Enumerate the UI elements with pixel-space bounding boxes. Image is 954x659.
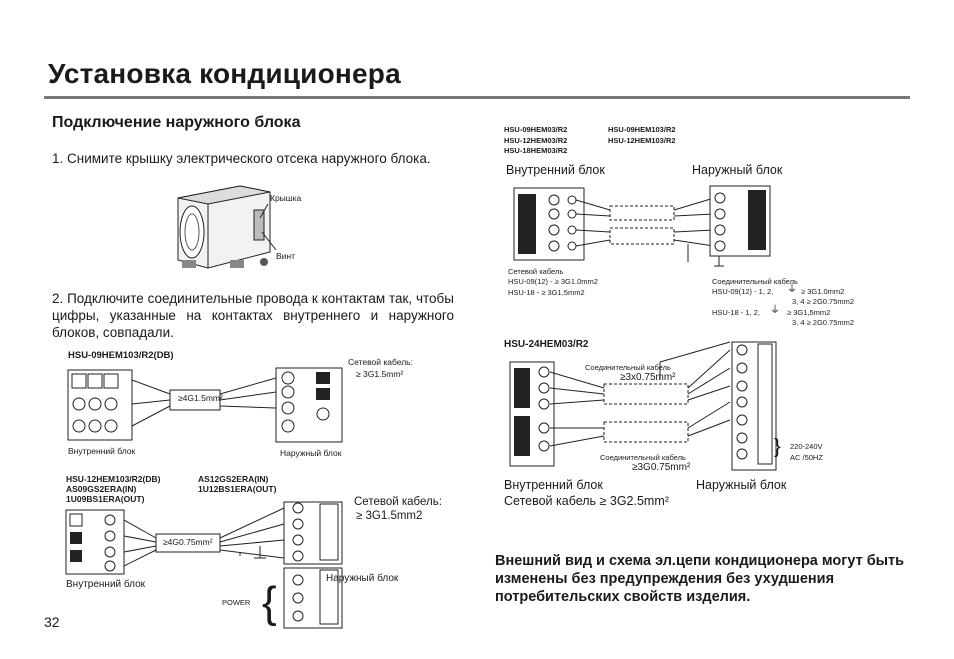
diagram1-model: HSU-09HEM103/R2(DB) [68, 350, 174, 361]
screw-label: Винт [276, 251, 296, 261]
diagram3-indoor-label: Внутренний блок [506, 163, 605, 177]
diagram2-outdoor-label: Наружный блок [326, 573, 399, 584]
diagram2-wiring [65, 501, 343, 629]
diagram2-model-3: 1U09BS1ERA(OUT) [66, 494, 145, 504]
diagram3-conn-row1-prefix: HSU-09(12) - 1, 2, [712, 287, 774, 296]
diagram3-conn-row2-prefix: HSU-18 - 1, 2, [712, 308, 760, 317]
diagram4-spec-1: ≥3x0.75mm² [620, 372, 676, 383]
diagram4-conn-cable-1: Соединительный кабель [585, 363, 671, 372]
ground-icon: ⏚ [787, 284, 797, 295]
voltage-brace: } [774, 436, 781, 458]
diagram3-model-3: HSU-18HEM03/R2 [504, 146, 568, 155]
diagram4-voltage: 220-240V [790, 442, 823, 451]
diagram2-model-4: AS12GS2ERA(IN) [198, 474, 269, 484]
cover-label: Крышка [270, 193, 302, 203]
diagram2-cable-label: Сетевой кабель: [354, 496, 442, 508]
diagram1-indoor-label: Внутренний блок [68, 446, 136, 456]
section-title: Подключение наружного блока [52, 114, 301, 131]
diagram3-wiring [513, 185, 771, 267]
warning-note: Внешний вид и схема эл.цепи кондиционера… [495, 553, 905, 605]
diagram4-indoor-label: Внутренний блок [504, 478, 603, 492]
step-2-text: 2. Подключите соединительные провода к к… [52, 291, 454, 340]
diagram4-freq: AC /50HZ [790, 453, 823, 462]
diagram3-power-note-2: HSU-09(12) - ≥ 3G1.0mm2 [508, 277, 598, 286]
page-title: Установка кондиционера [48, 58, 401, 89]
diagram3-power-note-3: HSU-18 - ≥ 3G1,5mm2 [508, 288, 585, 297]
diagram1-wiring [67, 367, 343, 443]
outdoor-unit-illustration [177, 185, 271, 269]
page-number: 32 [44, 614, 60, 630]
ground-icon: ⏚ [770, 305, 780, 316]
diagram3-model-5: HSU-12HEM103/R2 [608, 136, 676, 145]
diagram3-conn-title: Соединительный кабель [712, 277, 798, 286]
diagram3-conn-row1-a: ≥ 3G1.0mm2 [801, 287, 845, 296]
diagram2-wire-spec: ≥4G0.75mm² [163, 537, 213, 547]
diagram1-cable-label: Сетевой кабель: [348, 357, 413, 367]
diagram3-conn-row1-b: 3, 4 ≥ 2G0.75mm2 [792, 297, 855, 306]
diagram3-model-2: HSU-12HEM03/R2 [504, 136, 568, 145]
diagram1-wire-spec: ≥4G1.5mm² [178, 393, 223, 403]
diagram2-model-2: AS09GS2ERA(IN) [66, 484, 137, 494]
diagram4-spec-2: ≥3G0.75mm² [632, 462, 691, 473]
diagram3-outdoor-label: Наружный блок [692, 163, 783, 177]
diagram2-cable-spec: ≥ 3G1.5mm2 [356, 510, 423, 522]
diagram3-model-4: HSU-09HEM103/R2 [608, 125, 676, 134]
diagram3-conn-row2-b: 3, 4 ≥ 2G0.75mm2 [792, 318, 855, 327]
diagram4-outdoor-label: Наружный блок [696, 478, 787, 492]
diagram2-model-5: 1U12BS1ERA(OUT) [198, 484, 277, 494]
callout-lines [259, 203, 277, 251]
diagram1-outdoor-label: Наружный блок [280, 448, 342, 458]
diagram3-power-note-1: Сетевой кабель [508, 267, 564, 276]
diagram2-indoor-label: Внутренний блок [66, 579, 146, 590]
step-1-text: 1. Снимите крышку электрического отсека … [52, 151, 431, 166]
diagram3-model-1: HSU-09HEM03/R2 [504, 125, 568, 134]
diagram1-cable-spec: ≥ 3G1.5mm² [356, 369, 404, 379]
power-brace: { [262, 578, 277, 627]
diagram3-conn-row2-a: ≥ 3G1,5mm2 [787, 308, 831, 317]
power-label: POWER [222, 598, 251, 607]
diagram4-model: HSU-24HEM03/R2 [504, 339, 589, 350]
diagram2-model-1: HSU-12HEM103/R2(DB) [66, 474, 161, 484]
diagram4-power-cable: Сетевой кабель ≥ 3G2.5mm² [504, 494, 669, 508]
title-rule [44, 96, 910, 99]
diagram4-conn-cable-2: Соединительный кабель [600, 453, 686, 462]
diagram4-wiring [509, 341, 777, 471]
